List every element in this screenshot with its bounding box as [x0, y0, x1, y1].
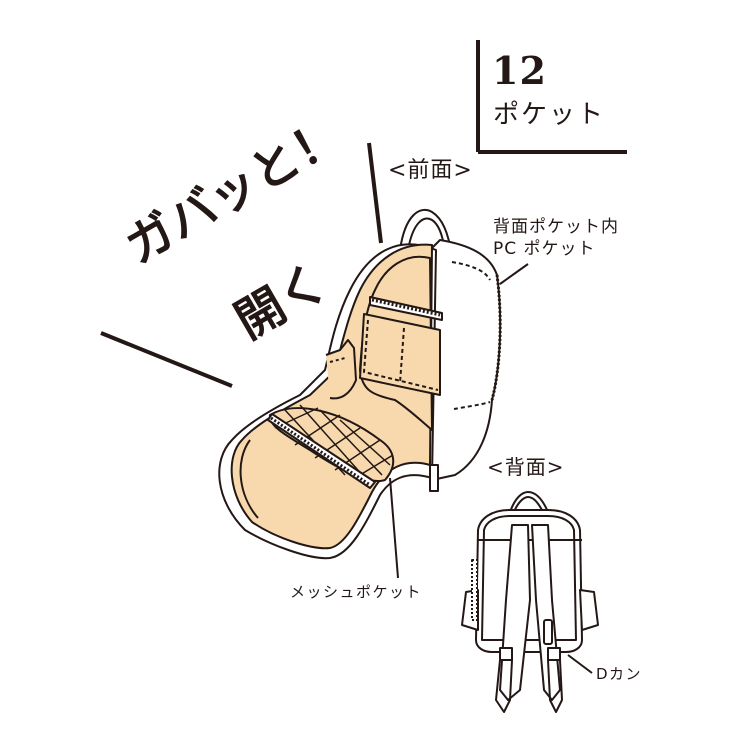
backpack-back-view-illustration — [461, 491, 599, 713]
pocket-count-label: ポケット — [493, 100, 606, 130]
callout-leaders — [389, 263, 593, 674]
d-ring-callout: Dカン — [596, 665, 643, 683]
front-view-title: <前面> — [388, 158, 473, 183]
pocket-count: 12 — [492, 48, 547, 93]
badge-frame — [476, 40, 627, 154]
open-backpack-illustration — [218, 208, 502, 560]
pc-pocket-callout: 背面ポケット内 PC ポケット — [493, 216, 619, 260]
emphasis-lines — [100, 142, 383, 388]
pc-pocket-callout-line-2: PC ポケット — [493, 239, 596, 260]
mesh-pocket-callout: メッシュポケット — [290, 583, 423, 601]
back-view-title: <背面> — [487, 455, 565, 479]
pc-pocket-callout-line-1: 背面ポケット内 — [493, 217, 619, 237]
